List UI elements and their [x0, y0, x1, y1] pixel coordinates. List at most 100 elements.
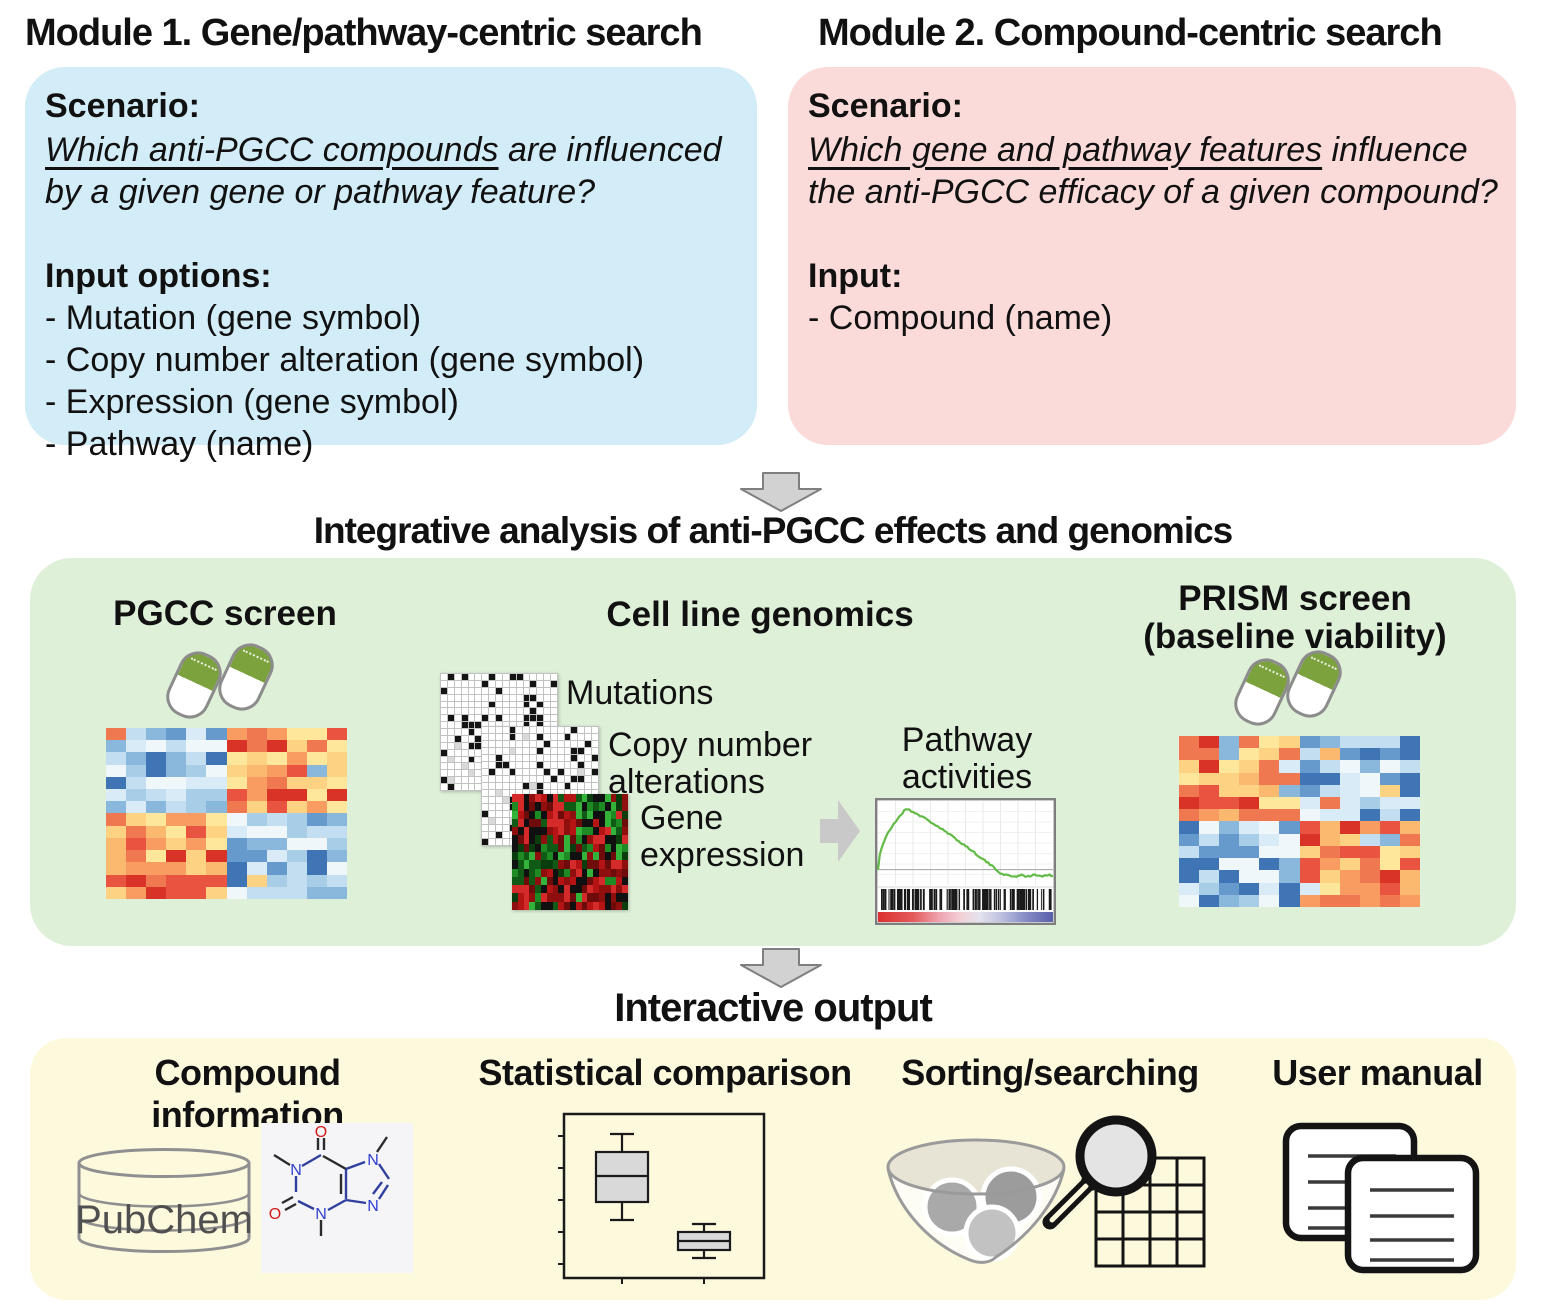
heatmap-cell: [146, 728, 167, 741]
heatmap-cell: [461, 763, 468, 770]
heatmap-cell: [1279, 870, 1300, 883]
heatmap-cell: [461, 680, 468, 687]
heatmap-cell: [523, 769, 530, 775]
heatmap-cell: [441, 742, 447, 749]
heatmap-cell: [622, 876, 628, 886]
heatmap-cell: [266, 740, 287, 753]
heatmap-cell: [186, 850, 207, 863]
heatmap-cell: [529, 885, 536, 894]
heatmap-cell: [186, 740, 207, 753]
heatmap-cell: [512, 843, 518, 852]
heatmap-cell: [286, 850, 307, 863]
heatmap-cell: [543, 727, 550, 733]
heatmap-cell: [496, 701, 502, 708]
heatmap-cell: [581, 893, 588, 902]
magnifier-grid-icon: [1030, 1114, 1212, 1270]
heatmap-cell: [537, 748, 543, 754]
heatmap-cell: [447, 708, 454, 715]
heatmap-cell: [246, 801, 267, 814]
heatmap-cell: [530, 769, 537, 775]
heatmap-cell: [581, 827, 588, 836]
heatmap-cell: [587, 794, 594, 803]
heatmap-cell: [616, 868, 623, 877]
heatmap-cell: [610, 802, 617, 811]
heatmap-cell: [1199, 858, 1220, 871]
heatmap-cell: [581, 802, 588, 811]
heatmap-cell: [622, 885, 628, 894]
heatmap-cell: [1239, 797, 1260, 810]
heatmap-cell: [146, 789, 167, 802]
heatmap-cell: [570, 851, 576, 861]
heatmap-cell: [166, 789, 187, 802]
heatmap-cell: [306, 874, 327, 887]
heatmap-cell: [571, 783, 578, 789]
heatmap-cell: [543, 776, 550, 782]
heatmap-cell: [535, 885, 541, 894]
heatmap-cell: [502, 708, 509, 715]
heatmap-cell: [1219, 809, 1240, 822]
heatmap-cell: [482, 811, 488, 817]
heatmap-cell: [552, 885, 559, 894]
heatmap-cell: [226, 801, 247, 814]
heatmap-cell: [326, 813, 347, 826]
heatmap-cell: [166, 886, 187, 899]
heatmap-cell: [1279, 809, 1300, 822]
heatmap-cell: [488, 818, 495, 824]
heatmap-cell: [541, 893, 547, 902]
heatmap-cell: [146, 886, 167, 899]
heatmap-cell: [570, 818, 576, 828]
heatmap-cell: [488, 755, 495, 761]
prism-heatmap: [1179, 736, 1420, 907]
heatmap-cell: [1259, 870, 1280, 883]
heatmap-cell: [557, 755, 564, 761]
heatmap-cell: [447, 770, 454, 777]
heatmap-cell: [482, 722, 489, 728]
heatmap-cell: [502, 755, 509, 761]
heatmap-cell: [523, 762, 530, 768]
heatmap-cell: [578, 748, 585, 754]
heatmap-cell: [266, 825, 287, 838]
heatmap-cell: [529, 860, 536, 869]
heatmap-cell: [523, 810, 530, 819]
heatmap-cell: [1199, 821, 1220, 834]
heatmap-cell: [543, 755, 550, 761]
heatmap-cell: [1399, 748, 1420, 761]
heatmap-cell: [541, 851, 547, 861]
heatmap-cell: [1379, 870, 1400, 883]
heatmap-cell: [535, 835, 541, 844]
heatmap-cell: [564, 810, 570, 819]
heatmap-cell: [571, 776, 578, 782]
heatmap-cell: [1379, 858, 1400, 871]
heatmap-cell: [1239, 870, 1260, 883]
heatmap-cell: [622, 893, 628, 902]
heatmap-cell: [1359, 858, 1380, 871]
heatmap-cell: [1299, 736, 1320, 749]
heatmap-cell: [502, 734, 509, 740]
heatmap-cell: [523, 727, 530, 733]
heatmap-cell: [546, 893, 553, 902]
heatmap-cell: [1399, 772, 1420, 785]
heatmap-cell: [482, 701, 489, 708]
heatmap-cell: [557, 762, 564, 768]
heatmap-cell: [266, 764, 287, 777]
list-item: - Pathway (name): [45, 425, 314, 463]
heatmap-cell: [544, 715, 551, 722]
heatmap-cell: [564, 727, 571, 733]
heatmap-cell: [570, 868, 576, 877]
heatmap-cell: [552, 827, 559, 836]
heatmap-cell: [509, 776, 516, 782]
heatmap-cell: [1179, 858, 1200, 871]
heatmap-cell: [552, 843, 559, 852]
heatmap-cell: [558, 876, 565, 886]
heatmap-cell: [1399, 736, 1420, 749]
heatmap-cell: [622, 901, 628, 910]
heatmap-cell: [326, 862, 347, 875]
heatmap-cell: [475, 674, 482, 680]
heatmap-cell: [546, 835, 553, 844]
heatmap-cell: [512, 860, 518, 869]
gene-expression-label: Gene expression: [640, 799, 805, 874]
heatmap-cell: [226, 740, 247, 753]
heatmap-cell: [622, 818, 628, 828]
heatmap-cell: [1259, 809, 1280, 822]
heatmap-cell: [557, 790, 564, 796]
